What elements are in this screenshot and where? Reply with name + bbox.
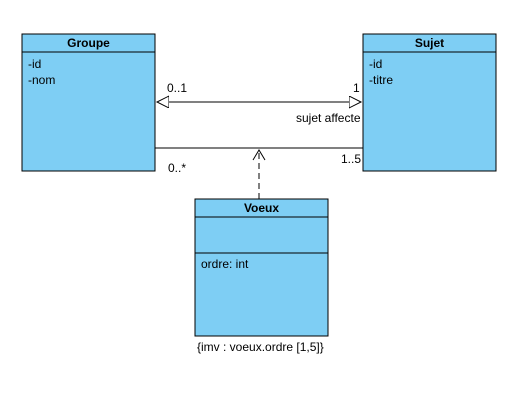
class-sujet-attr-titre: -titre <box>369 73 393 87</box>
class-groupe-box <box>21 33 156 172</box>
class-voeux-op-ordre: ordre: int <box>201 257 249 271</box>
class-sujet-attr-id: -id <box>369 57 382 71</box>
association-sujet-affecte-sujet-multiplicity: 1 <box>353 81 360 95</box>
association-class-link-arrowhead <box>252 149 266 161</box>
class-sujet-name: Sujet <box>415 36 444 50</box>
association-voeux-sujet-multiplicity: 1..5 <box>341 152 361 166</box>
association-sujet-affecte-name: sujet affecte <box>296 111 361 125</box>
class-sujet-box <box>362 33 497 172</box>
class-voeux[interactable]: Voeux ordre: int <box>194 198 329 337</box>
class-groupe-name: Groupe <box>67 36 110 50</box>
class-groupe-attr-id: -id <box>28 57 41 71</box>
constraint-label: {imv : voeux.ordre [1,5]} <box>197 340 324 354</box>
class-voeux-box <box>194 198 329 337</box>
class-groupe[interactable]: Groupe -id -nom <box>21 33 156 172</box>
association-voeux-groupe-multiplicity: 0..* <box>168 161 186 175</box>
association-sujet-affecte-groupe-multiplicity: 0..1 <box>167 81 187 95</box>
class-voeux-name: Voeux <box>244 201 279 215</box>
class-sujet[interactable]: Sujet -id -titre <box>362 33 497 172</box>
class-groupe-attr-nom: -nom <box>28 73 55 87</box>
